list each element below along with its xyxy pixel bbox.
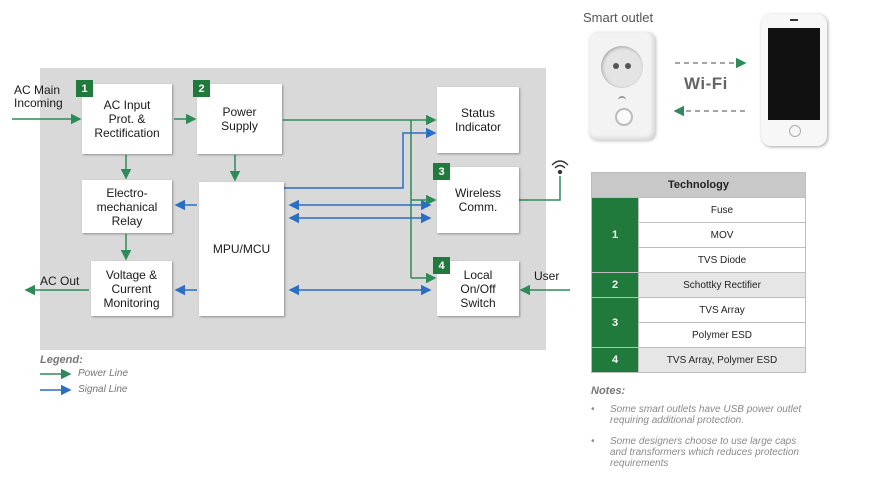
- home-button-icon: [789, 125, 801, 137]
- table-cell: Polymer ESD: [638, 322, 806, 348]
- ac-out-label: AC Out: [40, 274, 80, 288]
- table-cell: TVS Array: [638, 297, 806, 323]
- smart-outlet-title: Smart outlet: [583, 10, 654, 25]
- table-cell: TVS Array, Polymer ESD: [638, 347, 806, 373]
- legend-power-line: Power Line: [78, 368, 129, 379]
- table-group-number: 3: [591, 297, 639, 348]
- power-button-icon: [615, 108, 633, 126]
- table-group-number: 4: [591, 347, 639, 373]
- ac-input-block: AC Input Prot. & Rectification: [82, 84, 172, 154]
- technology-table: Technology 1 Fuse MOV TVS Diode 2 Schott…: [591, 172, 806, 373]
- speaker-icon: [790, 19, 798, 21]
- voltage-current-block: Voltage & Current Monitoring: [91, 261, 172, 316]
- wifi-label: Wi-Fi: [684, 74, 728, 93]
- smart-outlet-image: [589, 32, 655, 140]
- relay-block: Electro- mechanical Relay: [82, 180, 172, 233]
- table-cell: Schottky Rectifier: [638, 272, 806, 298]
- smartphone-screen: [768, 28, 820, 120]
- table-cell: Fuse: [638, 197, 806, 223]
- badge-4: 4: [433, 257, 450, 274]
- note-bullet: •: [591, 436, 595, 447]
- legend-title: Legend:: [40, 354, 83, 366]
- antenna-icon: [551, 160, 569, 175]
- wireless-comm-block: Wireless Comm.: [437, 167, 519, 233]
- table-header: Technology: [591, 172, 806, 198]
- mcu-block: MPU/MCU: [199, 182, 284, 316]
- note-item: • Some designers choose to use large cap…: [591, 436, 851, 472]
- table-group-number: 2: [591, 272, 639, 298]
- table-cell: MOV: [638, 222, 806, 248]
- table-cell: TVS Diode: [638, 247, 806, 273]
- legend-signal-line: Signal Line: [78, 384, 128, 395]
- notes-title: Notes:: [591, 385, 626, 397]
- status-indicator-block: Status Indicator: [437, 87, 519, 153]
- power-supply-block: Power Supply: [197, 84, 282, 154]
- antenna-line: [519, 176, 561, 201]
- local-switch-block: Local On/Off Switch: [437, 261, 519, 316]
- wifi-icon: [618, 96, 626, 102]
- note-text: Some smart outlets have USB power outlet…: [610, 404, 802, 426]
- note-text: Some designers choose to use large caps …: [610, 436, 799, 469]
- badge-2: 2: [193, 80, 210, 97]
- badge-1: 1: [76, 80, 93, 97]
- badge-3: 3: [433, 163, 450, 180]
- ac-main-incoming-label: AC Main Incoming: [14, 83, 63, 110]
- table-group-number: 1: [591, 197, 639, 273]
- note-item: • Some smart outlets have USB power outl…: [591, 404, 851, 428]
- signal-line-mcu-to-status: [284, 127, 437, 189]
- socket-icon: [601, 46, 643, 88]
- user-label: User: [534, 269, 560, 283]
- note-bullet: •: [591, 404, 595, 415]
